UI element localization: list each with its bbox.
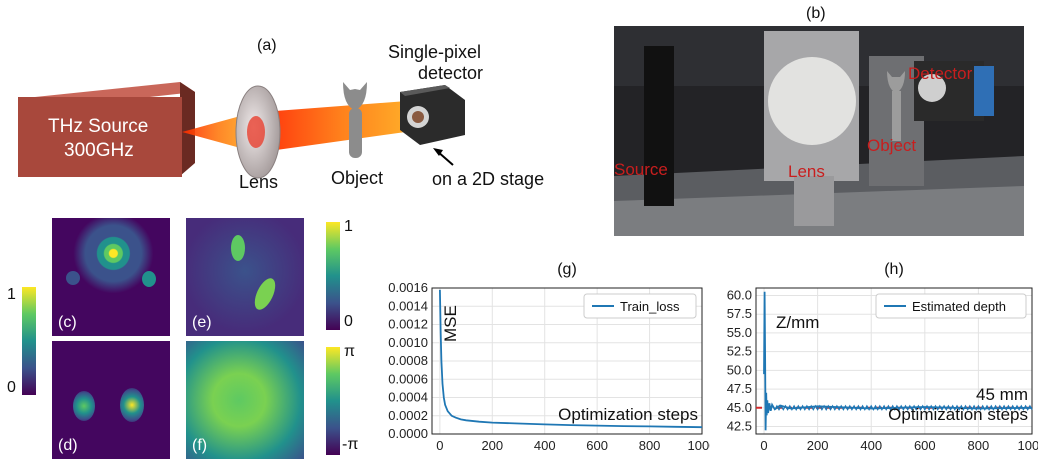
x-tick-label: 0 [436,438,443,453]
photo-source-label: Source [614,160,668,179]
photo-scene [614,26,1024,236]
stage-label: on a 2D stage [432,169,545,189]
y-tick-label: 47.5 [727,381,752,396]
thz-source-box [18,82,195,177]
image-f: (f) [186,341,304,459]
image-f-label: (f) [192,437,208,454]
plot-frame [431,287,703,435]
lens-label: Lens [239,172,279,192]
x-tick-label: 400 [860,438,882,453]
detector-label-1: Single-pixel [388,42,482,62]
chart-title: (h) [884,261,904,278]
chart-title: (g) [557,261,577,278]
x-axis-label: Optimization steps [888,405,1028,424]
amp-cbar-left-bottom: 0 [7,379,16,396]
y-tick-label: 0.0000 [388,426,428,441]
y-tick-label: 57.5 [727,306,752,321]
y-tick-label: 0.0006 [388,371,428,386]
detector-label-2: detector [418,63,484,83]
series-jitter [774,404,1033,411]
x-axis-label: Optimization steps [558,405,698,424]
image-c-label: (c) [58,314,77,331]
x-tick-label: 200 [481,438,503,453]
y-tick-label: 55.0 [727,325,752,340]
y-tick-label: 52.5 [727,344,752,359]
y-tick-label: 0.0012 [388,317,428,332]
setup-schematic [18,82,465,179]
y-tick-label: 50.0 [727,362,752,377]
y-tick-label: 0.0010 [388,335,428,350]
series-line [763,291,1033,431]
legend-label: Train_loss [620,299,680,314]
source-label-2: 300GHz [64,140,134,161]
panel-b-letter: (b) [806,5,826,22]
wrench-object [343,82,367,158]
phase-cbar-bottom: -π [342,436,359,453]
y-tick-label: 45.0 [727,400,752,415]
phase-cbar-top: π [344,343,356,360]
photo-object-label: Object [867,136,917,155]
amp-cbar-right-top: 1 [344,218,353,235]
thz-beam [182,100,420,152]
y-axis-label: Z/mm [776,313,819,332]
y-tick-label: 42.5 [727,419,752,434]
source-label-1: THz Source [48,116,149,137]
amp-cbar-left-top: 1 [7,286,16,303]
x-tick-label: 400 [534,438,556,453]
y-tick-label: 0.0014 [388,298,428,313]
photo-detector-label: Detector [908,64,973,83]
panel-a-letter: (a) [257,37,277,54]
series-line [439,289,703,429]
y-tick-label: 0.0008 [388,353,428,368]
legend-box [875,293,1027,319]
image-e: (e) [186,218,304,336]
image-d: (d) [52,341,170,459]
amp-colorbar-right [326,222,340,330]
plot-frame [755,287,1033,435]
y-axis-label: MSE [441,305,460,342]
image-c: (c) [52,218,170,336]
x-tick-label: 800 [639,438,661,453]
x-tick-label: 600 [586,438,608,453]
detector-block [400,85,465,145]
legend-label: Estimated depth [912,299,1006,314]
x-tick-label: 0 [760,438,767,453]
setup-photo: Source Lens Object Detector [614,26,1024,236]
image-e-label: (e) [192,314,212,331]
amp-cbar-right-bottom: 0 [344,313,353,330]
x-tick-label: 800 [968,438,990,453]
y-tick-label: 0.0002 [388,408,428,423]
x-tick-label: 200 [807,438,829,453]
y-tick-label: 60.0 [727,287,752,302]
y-tick-label: 0.0016 [388,280,428,295]
image-d-label: (d) [58,437,78,454]
photo-lens-label: Lens [788,162,825,181]
object-label: Object [331,168,384,188]
amp-colorbar-left [22,287,36,395]
reference-annotation: 45 mm [976,385,1028,404]
y-tick-label: 0.0004 [388,390,428,405]
phase-colorbar [326,347,340,455]
panel-a: (a) [0,0,600,205]
x-tick-label: 600 [914,438,936,453]
legend-box [583,293,697,319]
